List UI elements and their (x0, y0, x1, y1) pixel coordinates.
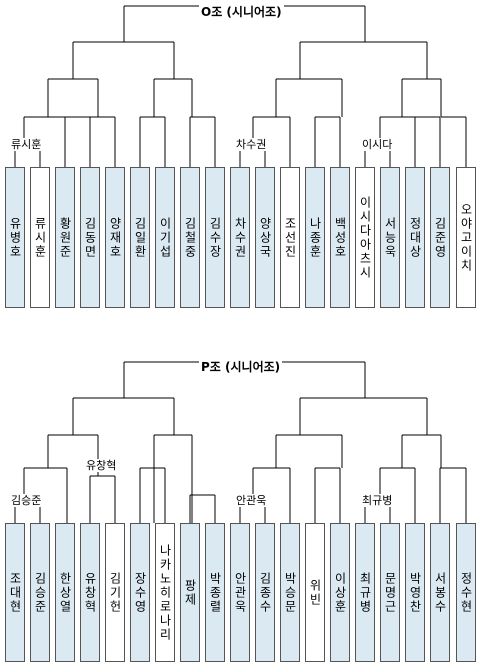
player-name: 김기헌 (108, 571, 122, 614)
player-box: 정대상 (405, 167, 425, 308)
player-box: 나카노히로나리 (155, 523, 175, 662)
player-name: 박영찬 (408, 571, 422, 614)
player-name: 김수장 (208, 216, 222, 259)
group-p-title: P조 (시니어조) (199, 360, 283, 374)
player-box: 양상국 (255, 167, 275, 308)
player-name: 서능욱 (383, 216, 397, 259)
player-name: 박종렬 (208, 571, 222, 614)
player-name: 황원준 (58, 216, 72, 259)
player-box: 팡제 (180, 523, 200, 662)
player-box: 차수권 (230, 167, 250, 308)
player-box: 유병호 (5, 167, 25, 308)
player-name: 이기섭 (158, 216, 172, 259)
player-name: 김준영 (433, 216, 447, 259)
player-name: 이시다아츠시 (358, 195, 372, 280)
player-box: 서봉수 (430, 523, 450, 662)
player-box: 김준영 (430, 167, 450, 308)
player-name: 김종수 (258, 571, 272, 614)
player-box: 류시훈 (30, 167, 50, 308)
player-box: 김승준 (30, 523, 50, 662)
player-name: 서봉수 (433, 571, 447, 614)
player-name: 최규병 (358, 571, 372, 614)
player-box: 김일환 (130, 167, 150, 308)
player-name: 유창혁 (83, 571, 97, 614)
player-name: 백성호 (333, 216, 347, 259)
group-o-round-label: 차수권 (235, 138, 268, 151)
player-box: 유창혁 (80, 523, 100, 662)
player-box: 조대현 (5, 523, 25, 662)
player-box: 이상훈 (330, 523, 350, 662)
player-name: 정대상 (408, 216, 422, 259)
player-box: 박승문 (280, 523, 300, 662)
player-box: 황원준 (55, 167, 75, 308)
player-name: 박승문 (283, 571, 297, 614)
player-name: 정수현 (459, 571, 473, 614)
player-name: 류시훈 (33, 216, 47, 259)
player-box: 서능욱 (380, 167, 400, 308)
group-o-title: O조 (시니어조) (199, 5, 284, 19)
player-name: 양상국 (258, 216, 272, 259)
player-box: 문명근 (380, 523, 400, 662)
player-name: 위빈 (308, 578, 322, 607)
player-name: 김동면 (83, 216, 97, 259)
player-box: 조선진 (280, 167, 300, 308)
player-name: 김승준 (33, 571, 47, 614)
player-box: 박영찬 (405, 523, 425, 662)
player-box: 김동면 (80, 167, 100, 308)
player-name: 나카노히로나리 (158, 543, 172, 642)
player-name: 한상열 (58, 571, 72, 614)
group-o-round-label: 이시다 (361, 138, 394, 151)
player-box: 장수영 (130, 523, 150, 662)
group-o-round-label: 류시훈 (10, 138, 43, 151)
player-box: 백성호 (330, 167, 350, 308)
player-name: 나종훈 (308, 216, 322, 259)
player-box: 김기헌 (105, 523, 125, 662)
player-name: 양재호 (108, 216, 122, 259)
player-name: 오야고이치 (459, 202, 473, 273)
player-name: 조대현 (8, 571, 22, 614)
player-box: 최규병 (355, 523, 375, 662)
player-box: 나종훈 (305, 167, 325, 308)
player-box: 박종렬 (205, 523, 225, 662)
player-name: 팡제 (183, 578, 197, 607)
player-name: 김철중 (183, 216, 197, 259)
player-box: 한상열 (55, 523, 75, 662)
player-name: 안관욱 (233, 571, 247, 614)
group-p-round-label: 유창혁 (85, 459, 118, 472)
player-box: 위빈 (305, 523, 325, 662)
group-p-round-label: 김승준 (10, 494, 43, 507)
group-p-round-label: 안관욱 (235, 494, 268, 507)
player-name: 이상훈 (333, 571, 347, 614)
player-name: 유병호 (8, 216, 22, 259)
player-box: 김수장 (205, 167, 225, 308)
player-name: 김일환 (133, 216, 147, 259)
player-box: 오야고이치 (456, 167, 476, 308)
player-box: 이기섭 (155, 167, 175, 308)
player-name: 문명근 (383, 571, 397, 614)
player-box: 양재호 (105, 167, 125, 308)
player-box: 안관욱 (230, 523, 250, 662)
group-p-round-label: 최규병 (361, 494, 394, 507)
player-box: 김철중 (180, 167, 200, 308)
player-name: 차수권 (233, 216, 247, 259)
player-name: 조선진 (283, 216, 297, 259)
player-box: 이시다아츠시 (355, 167, 375, 308)
player-box: 정수현 (456, 523, 476, 662)
player-name: 장수영 (133, 571, 147, 614)
player-box: 김종수 (255, 523, 275, 662)
